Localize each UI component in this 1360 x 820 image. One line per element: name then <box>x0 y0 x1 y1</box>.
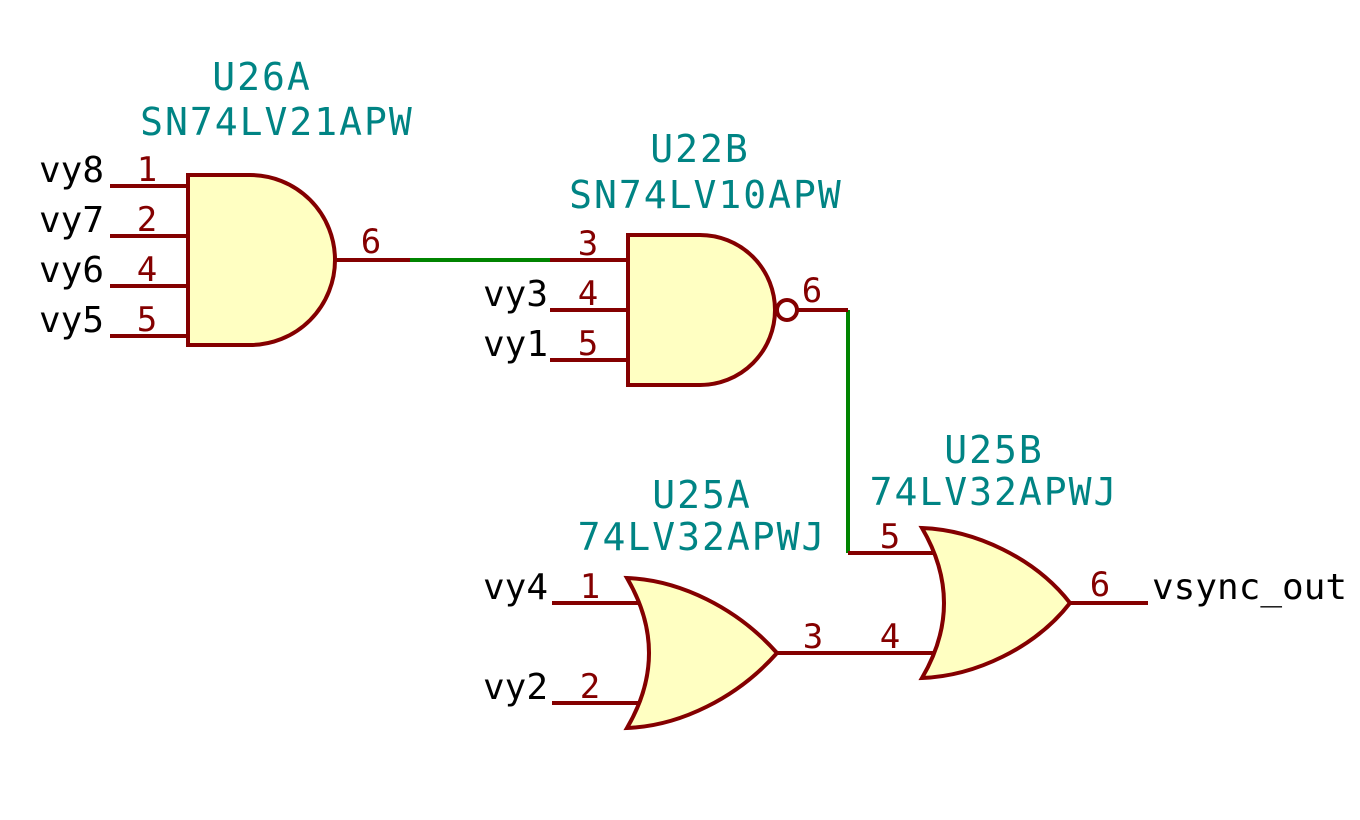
and4-gate-body[interactable] <box>186 173 337 347</box>
u26a-pin1-number: 1 <box>137 150 157 190</box>
u25b-pin4-number: 4 <box>880 617 900 657</box>
net-label-vy8[interactable]: vy8 <box>39 150 104 191</box>
u22b-reference[interactable]: U22B <box>650 127 750 171</box>
u26a-value[interactable]: SN74LV21APW <box>140 100 414 144</box>
u26a-pin4-number: 4 <box>137 250 157 290</box>
u25a-pin3-number: 3 <box>803 617 823 657</box>
u25a-pin1-number: 1 <box>580 567 600 607</box>
u25b-pin6-number: 6 <box>1090 565 1110 605</box>
or2-gate-body[interactable] <box>918 525 1073 681</box>
net-label-vy5[interactable]: vy5 <box>39 300 104 341</box>
gate-u25b: U25B 74LV32APWJ 5 4 6 vsync_out <box>848 428 1347 681</box>
u25b-pin5-number: 5 <box>880 517 900 557</box>
u25a-pin2-number: 2 <box>580 667 600 707</box>
gate-u26a: U26A SN74LV21APW 1 2 4 5 6 vy8 vy7 vy6 v… <box>39 55 414 347</box>
u25a-reference[interactable]: U25A <box>652 473 752 517</box>
inversion-bubble <box>775 298 799 322</box>
u26a-pin6-number: 6 <box>361 222 381 262</box>
net-label-vy3[interactable]: vy3 <box>483 274 548 315</box>
u26a-pin5-number: 5 <box>137 300 157 340</box>
net-label-vy4[interactable]: vy4 <box>483 567 548 608</box>
u25b-reference[interactable]: U25B <box>944 428 1044 472</box>
net-label-vsync-out[interactable]: vsync_out <box>1152 567 1347 608</box>
u22b-value[interactable]: SN74LV10APW <box>569 173 843 217</box>
net-label-vy7[interactable]: vy7 <box>39 200 104 241</box>
gate-u25a: U25A 74LV32APWJ 1 2 3 vy4 vy2 <box>483 473 940 731</box>
gate-u22b: U22B SN74LV10APW 3 4 5 6 vy3 vy1 <box>483 127 848 387</box>
net-label-vy2[interactable]: vy2 <box>483 667 548 708</box>
net-label-vy6[interactable]: vy6 <box>39 250 104 291</box>
wires <box>410 258 850 553</box>
u22b-pin6-number: 6 <box>802 271 822 311</box>
or2-gate-body[interactable] <box>623 575 780 731</box>
u22b-pin4-number: 4 <box>578 274 598 314</box>
u26a-reference[interactable]: U26A <box>212 55 312 99</box>
u22b-pin3-number: 3 <box>578 224 598 264</box>
net-label-vy1[interactable]: vy1 <box>483 324 548 365</box>
nand3-gate-body[interactable] <box>626 233 777 387</box>
u25a-value[interactable]: 74LV32APWJ <box>578 515 827 559</box>
u25b-value[interactable]: 74LV32APWJ <box>870 470 1119 514</box>
u26a-pin2-number: 2 <box>137 200 157 240</box>
u22b-pin5-number: 5 <box>578 324 598 364</box>
